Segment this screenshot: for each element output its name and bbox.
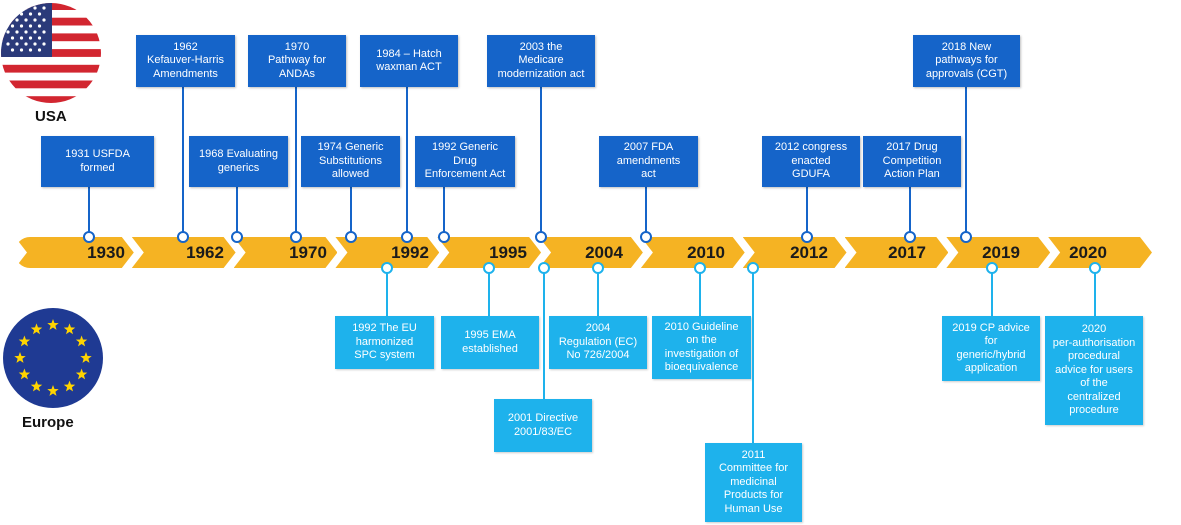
year-label: 1930 — [87, 243, 125, 262]
eu-star-icon — [18, 335, 31, 347]
eu-event-connector — [597, 268, 599, 316]
eu-event-marker — [483, 262, 495, 274]
us-flag-icon — [0, 2, 102, 104]
eu-star-icon — [47, 319, 59, 330]
year-label: 2017 — [888, 243, 926, 262]
eu-star-icon — [63, 323, 76, 335]
timeline-segment — [30, 237, 134, 268]
us-event-box: 1974 Generic Substitutions allowed — [301, 136, 400, 187]
eu-event-connector — [543, 268, 545, 399]
eu-event-marker — [986, 262, 998, 274]
eu-event-marker — [538, 262, 550, 274]
us-event-marker — [801, 231, 813, 243]
us-event-marker — [535, 231, 547, 243]
us-event-connector — [350, 187, 352, 237]
timeline-segment — [845, 237, 949, 268]
eu-event-connector — [752, 268, 754, 443]
year-label: 1992 — [391, 243, 429, 262]
timeline-segment — [641, 237, 745, 268]
us-event-box: 1970 Pathway for ANDAs — [248, 35, 346, 87]
timeline-bar: 1930 1962 1970 1992 1995 2004 2010 2012 2017 2019… — [30, 237, 1150, 268]
us-event-marker — [960, 231, 972, 243]
year-label: 1962 — [186, 243, 224, 262]
eu-event-connector — [488, 268, 490, 316]
eu-star-icon — [63, 380, 76, 392]
eu-event-connector — [386, 268, 388, 316]
eu-star-icon — [30, 380, 43, 392]
us-event-marker — [640, 231, 652, 243]
us-event-box: 2003 the Medicare modernization act — [487, 35, 595, 87]
eu-event-marker — [381, 262, 393, 274]
us-event-box: 1984 – Hatch waxman ACT — [360, 35, 458, 87]
eu-event-box: 1995 EMA established — [441, 316, 539, 369]
eu-event-box: 2004 Regulation (EC) No 726/2004 — [549, 316, 647, 369]
us-event-connector — [645, 187, 647, 237]
us-event-marker — [904, 231, 916, 243]
eu-event-marker — [747, 262, 759, 274]
us-event-connector — [806, 187, 808, 237]
us-event-box: 1962 Kefauver-Harris Amendments — [136, 35, 235, 87]
year-label: 2020 — [1069, 243, 1107, 262]
eu-star-icon — [75, 368, 88, 380]
eu-flag-icon — [2, 307, 104, 409]
eu-star-icon — [30, 323, 43, 335]
us-event-box: 2017 Drug Competition Action Plan — [863, 136, 961, 187]
timeline-segment — [234, 237, 338, 268]
us-event-marker — [231, 231, 243, 243]
eu-event-marker — [694, 262, 706, 274]
eu-event-box: 2019 CP advice for generic/hybrid applic… — [942, 316, 1040, 381]
eu-star-icon — [75, 335, 88, 347]
year-label: 1970 — [289, 243, 327, 262]
us-event-marker — [401, 231, 413, 243]
eu-event-box: 2010 Guideline on the investigation of b… — [652, 316, 751, 379]
us-event-connector — [909, 187, 911, 237]
eu-event-box: 2011 Committee for medicinal Products fo… — [705, 443, 802, 522]
year-label: 2019 — [982, 243, 1020, 262]
eu-event-connector — [991, 268, 993, 316]
us-event-connector — [182, 87, 184, 237]
year-label: 2012 — [790, 243, 828, 262]
us-event-connector — [540, 87, 542, 237]
europe-label: Europe — [22, 414, 74, 431]
eu-event-box: 2020 per-authorisation procedural advice… — [1045, 316, 1143, 425]
us-event-box: 1968 Evaluating generics — [189, 136, 288, 187]
eu-event-connector — [699, 268, 701, 316]
year-label: 2004 — [585, 243, 623, 262]
us-event-box: 1992 Generic Drug Enforcement Act — [415, 136, 515, 187]
us-event-connector — [406, 87, 408, 237]
us-event-marker — [438, 231, 450, 243]
us-event-marker — [83, 231, 95, 243]
us-event-marker — [290, 231, 302, 243]
eu-star-icon — [18, 368, 31, 380]
eu-star-icon — [47, 385, 59, 396]
eu-event-marker — [592, 262, 604, 274]
timeline-segment — [1048, 237, 1152, 268]
usa-label: USA — [35, 108, 67, 125]
us-event-box: 2007 FDA amendments act — [599, 136, 698, 187]
eu-event-marker — [1089, 262, 1101, 274]
us-event-marker — [345, 231, 357, 243]
eu-star-icon — [80, 352, 92, 363]
eu-event-box: 2001 Directive 2001/83/EC — [494, 399, 592, 452]
year-label: 2010 — [687, 243, 725, 262]
year-label: 1995 — [489, 243, 527, 262]
us-event-connector — [236, 187, 238, 237]
us-event-box: 2012 congress enacted GDUFA — [762, 136, 860, 187]
us-event-connector — [88, 187, 90, 237]
us-event-connector — [965, 87, 967, 237]
us-event-connector — [443, 187, 445, 237]
eu-event-connector — [1094, 268, 1096, 316]
us-event-box: 2018 New pathways for approvals (CGT) — [913, 35, 1020, 87]
us-event-box: 1931 USFDA formed — [41, 136, 154, 187]
us-event-marker — [177, 231, 189, 243]
eu-star-icon — [14, 352, 26, 363]
timeline-segment — [539, 237, 643, 268]
timeline-segment — [743, 237, 847, 268]
us-event-connector — [295, 87, 297, 237]
eu-event-box: 1992 The EU harmonized SPC system — [335, 316, 434, 369]
